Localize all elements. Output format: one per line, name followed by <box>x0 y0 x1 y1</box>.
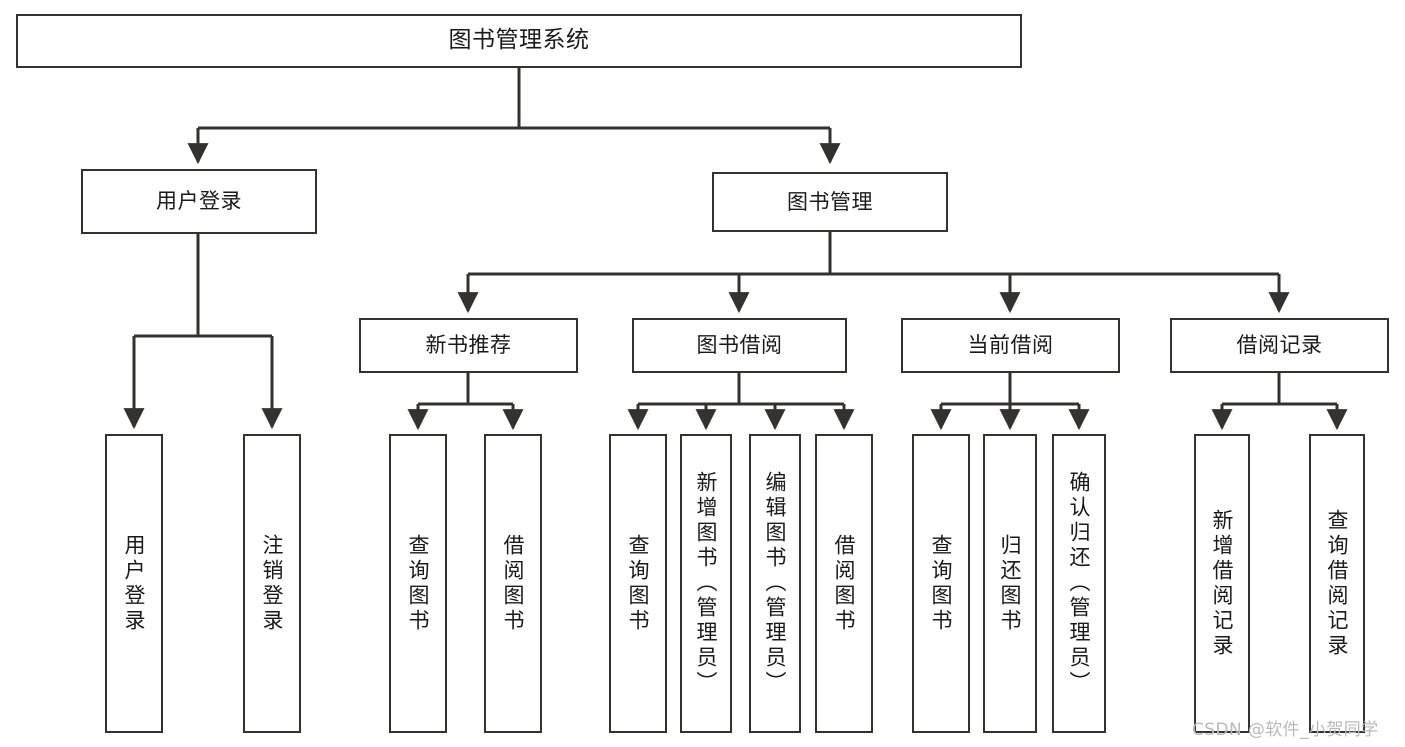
node-label: 确认归还（管理员） <box>1067 471 1092 696</box>
node-label: 新增借阅记录 <box>1210 508 1235 659</box>
node-label: 借阅图书 <box>832 533 857 634</box>
leaf-current-borrow-return[interactable]: 归还图书 <box>983 434 1037 733</box>
node-label: 新增图书（管理员） <box>694 471 719 696</box>
node-label: 归还图书 <box>998 533 1023 634</box>
leaf-borrow-record-add[interactable]: 新增借阅记录 <box>1194 434 1250 733</box>
node-root-system[interactable]: 图书管理系统 <box>16 14 1022 68</box>
node-label: 注销登录 <box>260 533 285 634</box>
node-book-management[interactable]: 图书管理 <box>712 172 948 232</box>
leaf-new-book-query[interactable]: 查询图书 <box>389 434 447 733</box>
leaf-current-borrow-confirm[interactable]: 确认归还（管理员） <box>1052 434 1106 733</box>
node-label: 查询图书 <box>406 533 431 634</box>
node-label: 编辑图书（管理员） <box>763 471 788 696</box>
node-user-login[interactable]: 用户登录 <box>81 169 317 234</box>
leaf-book-borrow-query[interactable]: 查询图书 <box>609 434 667 733</box>
leaf-current-borrow-query[interactable]: 查询图书 <box>912 434 970 733</box>
leaf-new-book-borrow[interactable]: 借阅图书 <box>484 434 542 733</box>
leaf-user-login-login[interactable]: 用户登录 <box>105 434 163 733</box>
node-borrow-record[interactable]: 借阅记录 <box>1170 318 1389 373</box>
node-current-borrow[interactable]: 当前借阅 <box>901 318 1120 373</box>
node-label: 图书管理系统 <box>448 27 590 54</box>
leaf-borrow-record-query[interactable]: 查询借阅记录 <box>1309 434 1365 733</box>
node-label: 借阅记录 <box>1236 333 1323 358</box>
node-label: 用户登录 <box>156 189 242 214</box>
node-label: 查询图书 <box>626 533 651 634</box>
node-label: 图书借阅 <box>696 333 783 358</box>
leaf-book-borrow-edit[interactable]: 编辑图书（管理员） <box>749 434 801 733</box>
node-label: 图书管理 <box>787 189 873 214</box>
node-label: 当前借阅 <box>967 333 1054 358</box>
node-new-book-recommend[interactable]: 新书推荐 <box>359 318 578 373</box>
node-label: 查询借阅记录 <box>1325 508 1350 659</box>
leaf-book-borrow-borrow[interactable]: 借阅图书 <box>815 434 873 733</box>
leaf-book-borrow-add[interactable]: 新增图书（管理员） <box>680 434 732 733</box>
node-label: 用户登录 <box>122 533 147 634</box>
node-book-borrow[interactable]: 图书借阅 <box>632 318 847 373</box>
leaf-user-login-logout[interactable]: 注销登录 <box>243 434 301 733</box>
node-label: 借阅图书 <box>501 533 526 634</box>
node-label: 新书推荐 <box>425 333 512 358</box>
node-label: 查询图书 <box>929 533 954 634</box>
